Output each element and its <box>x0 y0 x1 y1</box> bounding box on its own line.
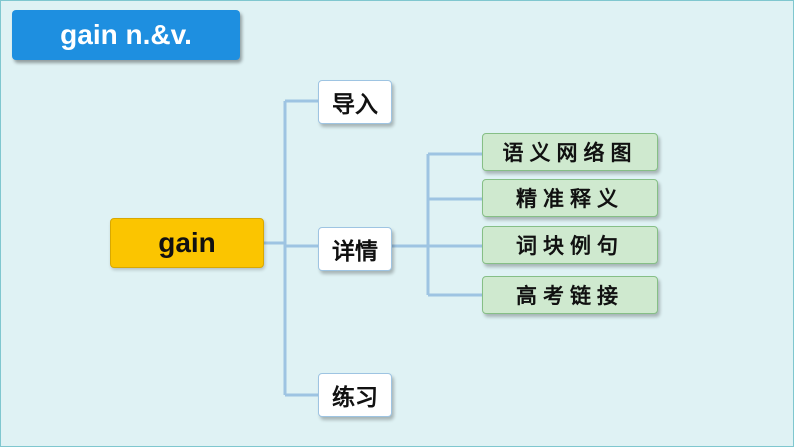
leaf-chunk-examples[interactable]: 词块例句 <box>482 226 658 264</box>
branch-practice[interactable]: 练习 <box>318 373 392 417</box>
leaf-semantic-network[interactable]: 语义网络图 <box>482 133 658 171</box>
leaf-exam-links[interactable]: 高考链接 <box>482 276 658 314</box>
leaf-precise-definition[interactable]: 精准释义 <box>482 179 658 217</box>
branch-details[interactable]: 详情 <box>318 227 392 271</box>
root-node[interactable]: gain <box>110 218 264 268</box>
branch-intro[interactable]: 导入 <box>318 80 392 124</box>
slide-title: gain n.&v. <box>12 10 240 60</box>
